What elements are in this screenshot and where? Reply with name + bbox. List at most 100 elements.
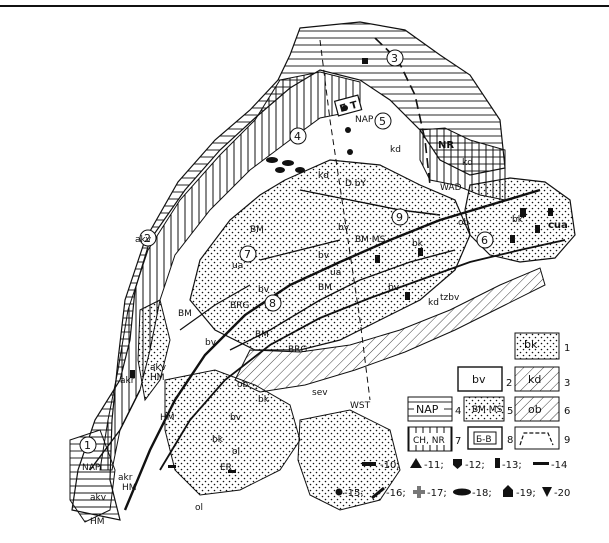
region-number-3: 3 [386,49,404,67]
label-akr-1: akr [120,376,135,386]
svg-text:-16;: -16; [386,488,406,499]
label-nap-top: NAP [355,115,374,125]
svg-text:8: 8 [269,297,276,310]
bt-box: Б Т [333,94,363,117]
label-bv-4: bv [205,338,217,348]
symbol-20: -20 [542,487,570,499]
svg-text:1: 1 [84,439,91,452]
region-west-dotted [137,299,171,402]
label-nap-low: NAP [82,463,101,473]
label-er: ER [220,463,232,473]
svg-text:-17;: -17; [427,488,447,499]
label-brg-2: BRG [288,345,307,355]
svg-text:-18;: -18; [472,488,492,499]
region-south-dotted [297,409,401,511]
symbol-11: -11; [410,458,444,471]
label-bv-6: bv [230,413,242,423]
svg-text:kd: kd [528,373,541,386]
svg-text:1: 1 [564,343,570,354]
legend-item-2: bv 2 [457,366,512,392]
svg-text:5: 5 [507,406,513,417]
symbol-13: -13; [495,458,522,471]
bt-box-label: Б Т [339,100,359,115]
fault-lines [89,37,566,511]
label-kd-4: kd [428,298,439,308]
svg-text:bv: bv [472,373,486,386]
label-ol-2: ol [195,503,203,513]
svg-text:-20: -20 [554,488,570,499]
region-lower-left [69,429,116,523]
svg-text:-15;: -15; [344,488,364,499]
label-hm-3: HM [122,483,137,493]
symbol-18: -18; [453,488,492,499]
label-wad: WAD [440,183,462,193]
label-bm-3: BM [318,283,332,293]
svg-text:8: 8 [507,435,513,446]
region-number-6: 6 [476,231,494,249]
svg-text:7: 7 [455,436,461,447]
label-ua-2: ua [330,268,341,278]
map-text-labels: NAP NR kd kd kd kd WAD D bY bv bv bv bv … [82,115,568,527]
label-bm-4: BM [255,330,269,340]
label-hm-1: HM [150,373,165,383]
svg-text:bk: bk [524,338,538,351]
svg-text:4: 4 [294,130,301,143]
svg-text:Б-В: Б-В [476,435,492,445]
label-ua-1: ua [232,261,243,271]
svg-text:9: 9 [564,435,570,446]
label-hm-2: HM [160,413,175,423]
symbol-14: -14 [533,460,567,471]
symbol-15: -15; [335,488,364,499]
legend-item-7: CH, NR 7 [407,426,461,452]
region-lower-diagonal [234,267,546,393]
region-number-7: 7 [239,245,257,263]
label-bv-5: bv [388,283,400,293]
svg-text:-14: -14 [551,460,567,471]
svg-text:4: 4 [455,406,461,417]
svg-text:-10;: -10; [380,460,400,471]
legend-item-5: BM MS 5 [463,396,513,422]
label-bk-4: bk [512,215,524,225]
legend-item-8: Б-В 8 [467,426,513,450]
label-dby: D bY [345,179,367,189]
label-ol-1: ol [232,447,240,457]
label-akv-3: akv [150,363,167,373]
region-number-8: 8 [264,294,282,312]
label-bv-3: bv [258,285,270,295]
region-sw-dotted [164,369,301,496]
legend: bk 1 bv 2 kd 3 NAP 4 [407,332,570,452]
label-kd-2: kd [462,158,473,168]
region-number-5: 5 [374,112,392,130]
region-numbers: 1 2 3 4 5 6 7 [79,49,494,454]
svg-text:-13;: -13; [502,460,522,471]
label-bv-2: bv [338,223,350,233]
symbol-16: -16; [371,486,406,500]
svg-text:NAP: NAP [416,403,439,416]
symbol-19: -19; [503,485,536,499]
legend-item-9: 9 [514,426,570,450]
label-brg-1: BRG [230,301,249,311]
region-number-9: 9 [391,208,409,226]
label-kd-3: kd [318,171,329,181]
svg-text:ob: ob [528,403,542,416]
label-ob-2: ob [237,380,249,390]
label-kd-1: kd [390,145,401,155]
label-tzbv: tzbv [440,293,460,303]
legend-item-4: NAP 4 [407,396,461,422]
symbol-12: -12; [453,459,485,471]
svg-text:2: 2 [506,378,512,389]
svg-text:5: 5 [379,115,386,128]
legend-item-6: ob 6 [514,396,570,422]
label-akv-2: akv [90,493,107,503]
region-central-dotted [189,159,471,351]
svg-text:CH, NR: CH, NR [413,436,445,446]
svg-text:3: 3 [564,378,570,389]
label-akr-2: akr [118,473,133,483]
svg-text:9: 9 [396,211,403,224]
label-bk-2: bk [258,395,270,405]
label-akv-1: akv [135,235,152,245]
legend-item-3: kd 3 [514,366,570,392]
region-number-2: 2 [139,229,157,247]
